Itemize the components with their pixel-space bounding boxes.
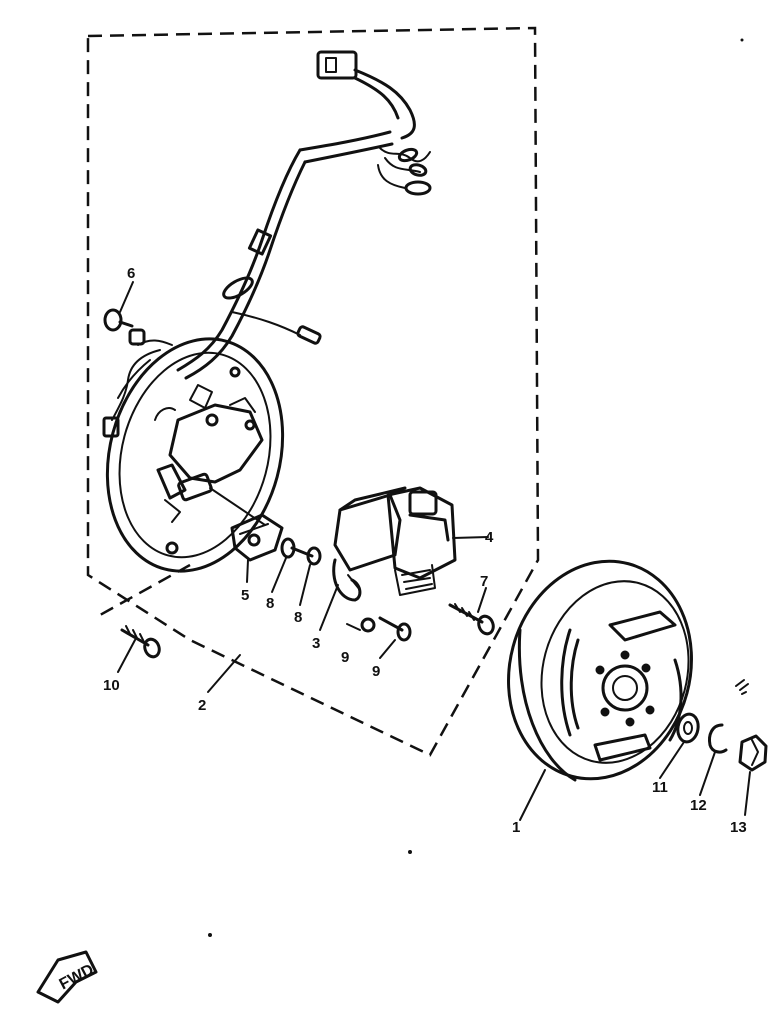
washer-11 xyxy=(676,712,700,744)
fwd-arrow-icon: FWD xyxy=(36,950,98,1004)
callout-8b: 9 xyxy=(372,663,380,680)
callout-6: 6 xyxy=(127,265,135,282)
callout-1: 1 xyxy=(512,819,520,836)
callout-4: 4 xyxy=(485,529,494,546)
screw-8a xyxy=(290,546,322,566)
flywheel-rotor xyxy=(507,559,693,782)
screw-7 xyxy=(448,603,495,636)
callout-10: 10 xyxy=(103,677,120,694)
source-coil xyxy=(332,486,407,602)
wiring-harness xyxy=(102,50,432,438)
stator-plate xyxy=(105,337,285,573)
callout-2: 2 xyxy=(198,697,206,714)
callout-5: 5 xyxy=(241,587,249,604)
screw-6 xyxy=(103,308,134,332)
screw-10 xyxy=(120,625,161,659)
nut-13 xyxy=(738,734,768,772)
spring-washer-12 xyxy=(708,723,728,754)
callout-8a: 8 xyxy=(294,609,302,626)
callout-3: 3 xyxy=(312,635,320,652)
charge-coil xyxy=(230,513,284,562)
fwd-label: FWD xyxy=(57,961,97,993)
callout-12: 12 xyxy=(690,797,707,814)
washer-9b xyxy=(360,617,376,633)
screw-8b xyxy=(378,616,412,642)
leader-lines xyxy=(117,281,751,821)
specks xyxy=(208,38,749,937)
callout-13: 13 xyxy=(730,819,747,836)
lighting-coil xyxy=(386,486,457,596)
callouts: 6 5 8 8 3 9 9 4 7 10 2 1 11 12 13 xyxy=(103,265,747,836)
stator-assembly-boundary xyxy=(86,26,540,757)
callout-7: 7 xyxy=(480,573,488,590)
callout-11: 11 xyxy=(652,779,668,796)
callout-9a: 8 xyxy=(266,595,274,612)
callout-9b: 9 xyxy=(341,649,349,666)
